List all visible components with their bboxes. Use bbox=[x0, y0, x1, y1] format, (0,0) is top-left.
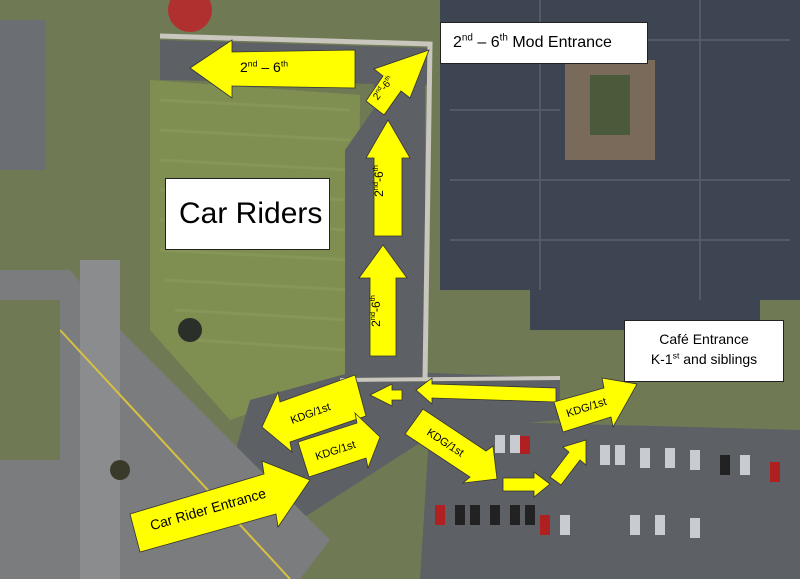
cafe-entrance-line2: K-1st and siblings bbox=[650, 350, 758, 367]
cafe-entrance-label: Café Entrance K-1st and siblings bbox=[624, 320, 784, 382]
arrow-entrance bbox=[129, 460, 311, 553]
cafe-entrance-line1: Café Entrance bbox=[659, 331, 749, 347]
arrow-west-exit bbox=[261, 374, 367, 454]
arrow-top-west-label: 2nd – 6th bbox=[240, 58, 289, 75]
arrow-to-cafe bbox=[553, 377, 638, 433]
arrow-lower-north bbox=[358, 244, 408, 357]
arrow-upper-north-label: 2nd-6th bbox=[370, 165, 386, 197]
arrow-lot-west bbox=[415, 377, 557, 405]
arrow-inbound bbox=[297, 411, 381, 478]
arrow-lot-east bbox=[502, 471, 551, 498]
arrow-top-west bbox=[189, 39, 356, 99]
mod-entrance-label: 2nd – 6th Mod Entrance bbox=[440, 22, 648, 64]
arrow-upper-north bbox=[365, 119, 411, 237]
arrow-lot-north bbox=[549, 439, 587, 486]
arrow-top-return bbox=[369, 383, 403, 407]
arrow-curve-north bbox=[365, 49, 430, 116]
car-riders-label: Car Riders bbox=[165, 178, 330, 250]
arrow-lot-southeast bbox=[404, 408, 498, 484]
arrow-lower-north-label: 2nd-6th bbox=[367, 295, 383, 327]
